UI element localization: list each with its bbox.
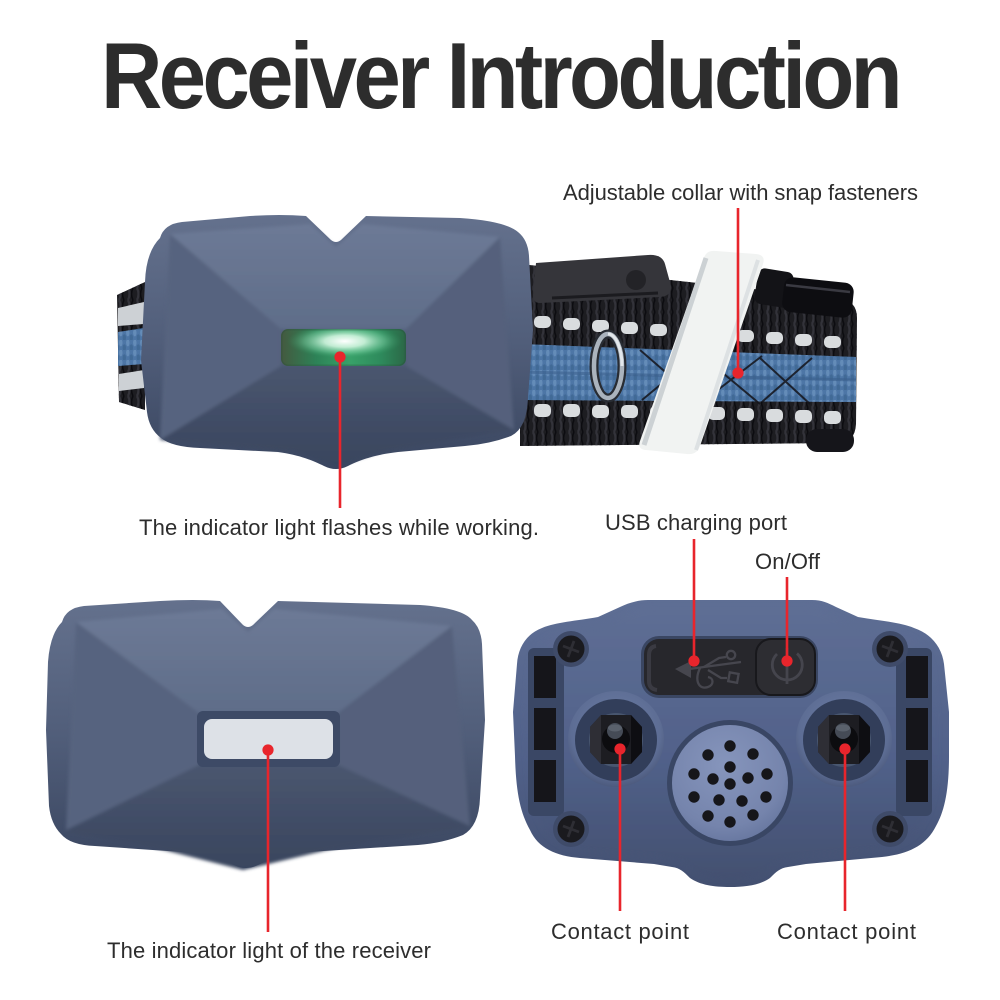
svg-text:USB charging port: USB charging port	[605, 510, 787, 535]
svg-text:On/Off: On/Off	[755, 549, 821, 574]
svg-text:Adjustable collar with snap fa: Adjustable collar with snap fasteners	[563, 180, 918, 205]
svg-text:Contact point: Contact point	[551, 919, 689, 944]
svg-text:Contact point: Contact point	[777, 919, 916, 944]
svg-text:Receiver Introduction: Receiver Introduction	[101, 23, 899, 128]
svg-text:The indicator light flashes wh: The indicator light flashes while workin…	[139, 515, 539, 540]
svg-text:The indicator light of the rec: The indicator light of the receiver	[107, 938, 431, 963]
